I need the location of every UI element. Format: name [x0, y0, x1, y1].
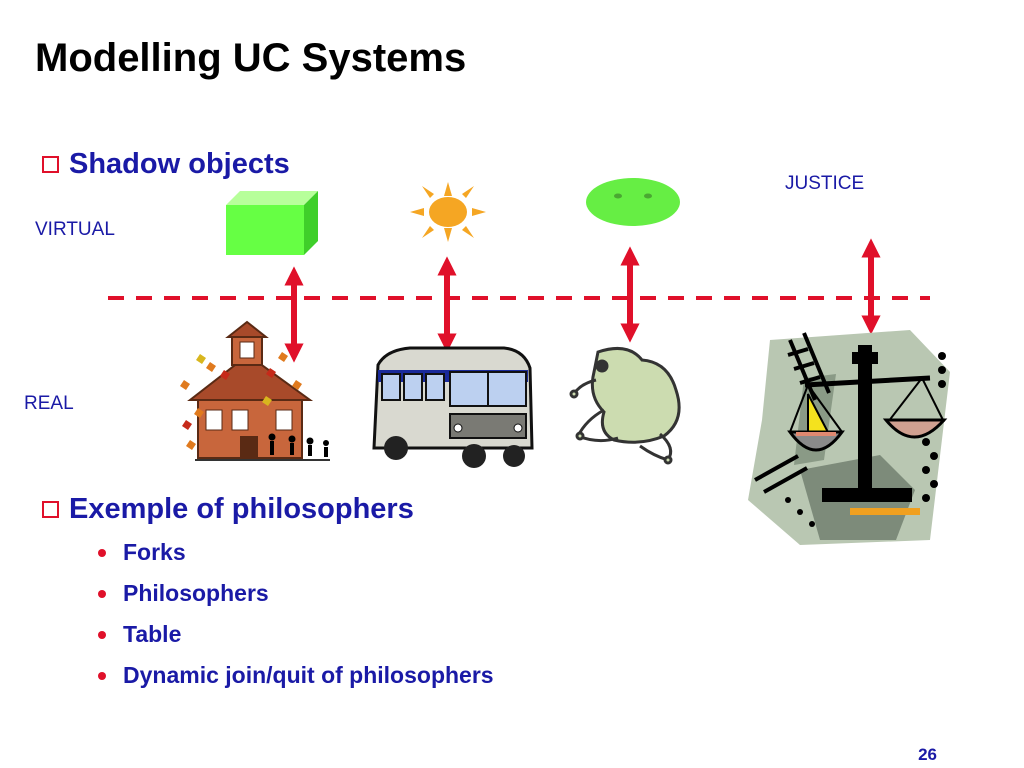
- sub-item-philosophers: Philosophers: [98, 580, 269, 607]
- bullet-text: Exemple of philosophers: [69, 493, 414, 525]
- sub-item-forks: Forks: [98, 539, 186, 566]
- sub-item-text: Dynamic join/quit of philosophers: [123, 662, 494, 688]
- dot-bullet-icon: [98, 630, 106, 639]
- slide-title: Modelling UC Systems: [35, 36, 467, 80]
- cube-icon: [226, 191, 318, 255]
- justice-scales-icon: [748, 330, 950, 545]
- frog-icon: [569, 346, 681, 465]
- dot-bullet-icon: [98, 589, 106, 598]
- label-justice: JUSTICE: [785, 173, 865, 194]
- sub-item-text: Table: [123, 621, 182, 647]
- sub-item-dynamic-join: Dynamic join/quit of philosophers: [98, 662, 494, 689]
- square-bullet-icon: [42, 501, 59, 518]
- bullet-shadow-objects: Shadow objects: [42, 148, 290, 181]
- bus-icon: [372, 346, 534, 468]
- square-bullet-icon: [42, 156, 59, 173]
- page-number: 26: [918, 745, 937, 764]
- label-real: REAL: [24, 393, 74, 414]
- sub-item-table: Table: [98, 621, 181, 648]
- bullet-philosophers-example: Exemple of philosophers: [42, 493, 414, 526]
- blob-icon: [586, 178, 680, 226]
- sub-item-text: Forks: [123, 539, 186, 565]
- sun-icon: [410, 182, 486, 242]
- bullet-text: Shadow objects: [69, 148, 290, 180]
- dot-bullet-icon: [98, 671, 106, 680]
- dot-bullet-icon: [98, 548, 106, 557]
- sub-item-text: Philosophers: [123, 580, 269, 606]
- label-virtual: VIRTUAL: [35, 219, 115, 240]
- schoolhouse-icon: [180, 320, 330, 461]
